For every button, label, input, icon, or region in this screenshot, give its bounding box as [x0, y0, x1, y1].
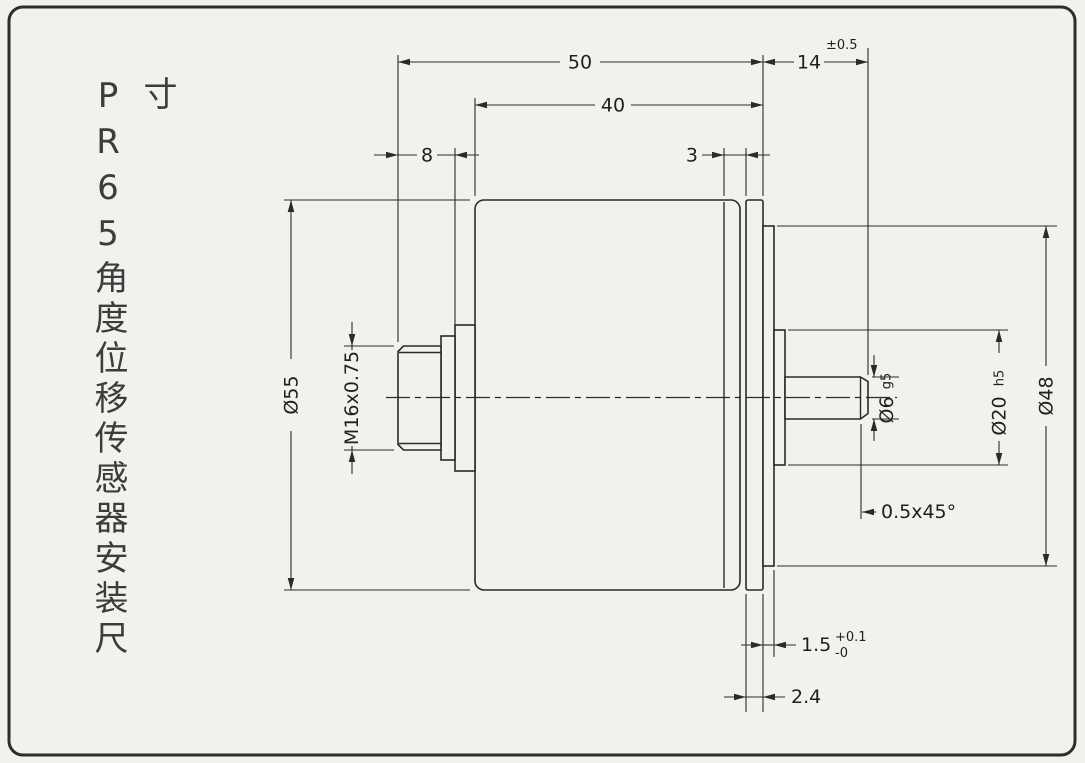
dim-pilot-tol-plus: +0.1 — [835, 630, 867, 645]
dim-boss-diameter-label: Ø20 — [989, 396, 1011, 435]
mounting-flange — [745, 199, 764, 591]
dim-thread-label: M16x0.75 — [341, 351, 363, 445]
dim-body-diameter-label: Ø55 — [281, 375, 303, 414]
page-border — [7, 5, 1077, 757]
pilot-boss — [762, 225, 775, 567]
dim-rear-gap-label: 3 — [686, 145, 698, 167]
dim-chamfer-label: 0.5x45° — [881, 501, 956, 523]
dim-shaft-fit-label: g5 — [880, 373, 895, 390]
dim-flange-thickness-label: 2.4 — [791, 686, 821, 708]
sensor-body — [474, 199, 741, 591]
dimension-labels: 50 14 ±0.5 40 8 3 Ø55 M16x0.75 Ø6 g5 Ø20… — [281, 38, 1058, 708]
dim-body-length-label: 40 — [601, 95, 625, 117]
dim-boss-fit-label: h5 — [993, 370, 1008, 387]
page-title: PR65角度位移传感器安装尺寸 — [88, 76, 177, 660]
dim-pilot-height-label: 1.5 — [801, 634, 831, 656]
dim-shaft-length-tolerance: ±0.5 — [826, 38, 858, 53]
dim-shaft-diameter-label: Ø6 — [876, 396, 898, 423]
dim-shaft-length-label: 14 — [797, 52, 821, 74]
dim-connector-length-label: 8 — [421, 145, 433, 167]
label-backgrounds — [281, 52, 1056, 446]
dim-pilot-tol-minus: -0 — [835, 646, 848, 661]
sensor-outline — [386, 199, 897, 591]
dim-pilot-diameter-label: Ø48 — [1036, 376, 1058, 415]
dim-overall-length-label: 50 — [568, 52, 592, 74]
